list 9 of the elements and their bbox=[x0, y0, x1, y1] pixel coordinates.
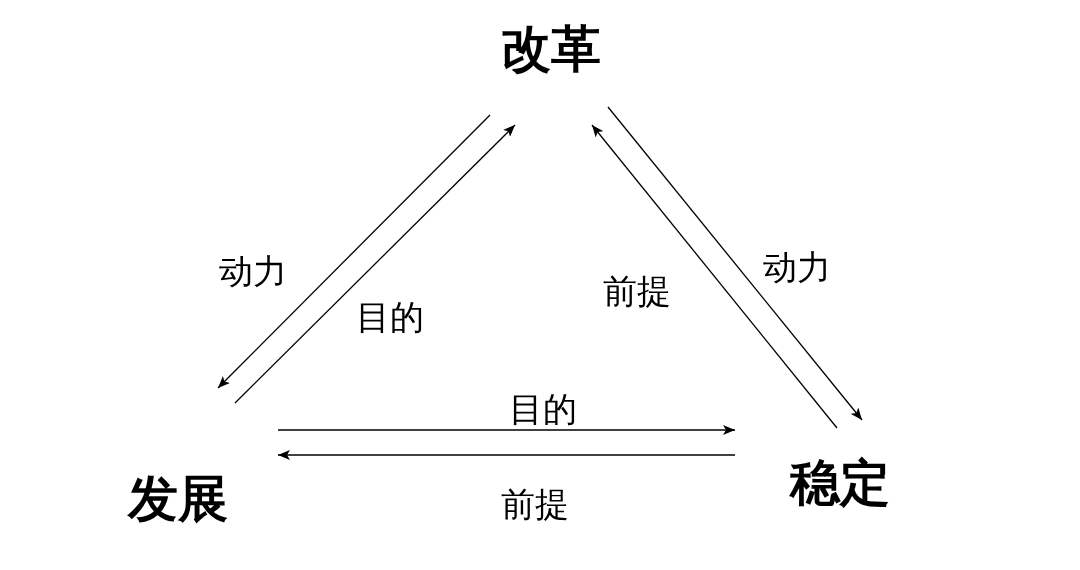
arrow bbox=[277, 450, 736, 460]
arrow bbox=[591, 124, 838, 429]
node-label: 稳定 bbox=[790, 454, 890, 510]
arrow bbox=[277, 425, 736, 435]
arrow bbox=[234, 124, 516, 404]
node-label: 改革 bbox=[501, 20, 601, 76]
node-label: 发展 bbox=[128, 470, 228, 526]
arrow bbox=[217, 114, 491, 389]
arrow bbox=[607, 106, 863, 421]
